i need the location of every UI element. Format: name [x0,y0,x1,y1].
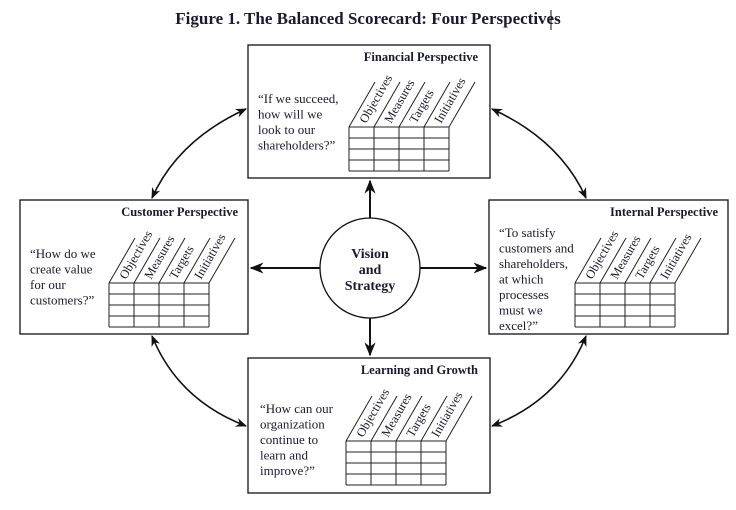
internal-perspective-box: Internal Perspective “To satisfycustomers… [488,199,729,335]
header-slant-line [445,395,473,442]
financial-perspective-box: Financial Perspective “If we succeed,how … [247,44,491,179]
question-line: improve?” [260,463,315,478]
center-line-3: Strategy [345,279,396,294]
question-line: customers?” [30,293,94,308]
curved-arrow-customer-learning [151,334,248,427]
header-slant-line [395,395,423,442]
header-slant-line [345,395,373,442]
header-slant-line [649,237,677,284]
box-frame [488,199,729,335]
header-slant-line [398,81,426,128]
center-line-1: Vision [351,247,389,262]
question-line: customers and [499,241,574,256]
question-line: how will we [258,107,323,122]
question-line: organization [260,417,325,432]
header-slant-line [373,81,401,128]
header-slant-line [624,237,652,284]
question-line: must we [499,303,543,318]
header-slant-line [599,237,627,284]
question-line: “How can our [260,401,334,416]
header-slant-line [133,237,161,284]
question-line: for our [30,277,66,292]
vision-strategy-node: Vision and Strategy [319,217,421,319]
curved-arrow-internal-learning [490,334,587,427]
header-slant-line [108,237,136,284]
question-line: continue to [260,432,318,447]
perspective-title: Internal Perspective [610,205,718,219]
perspective-title: Financial Perspective [364,50,479,64]
header-slant-line [674,237,702,284]
question-line: shareholders, [499,256,568,271]
learning-growth-box: Learning and Growth “How can ourorganizat… [247,357,491,494]
question-line: “If we succeed, [258,91,338,106]
header-slant-line [208,237,236,284]
curved-arrow-financial-internal [490,108,587,200]
header-slant-line [423,81,451,128]
question-line: shareholders?” [258,138,335,153]
box-frame [247,357,491,494]
perspective-title: Customer Perspective [121,205,238,219]
question-line: at which [499,272,544,287]
header-slant-line [574,237,602,284]
cycle-arrows [151,108,587,427]
question-line: “To satisfy [499,225,556,240]
center-connectors [249,179,488,357]
header-slant-line [158,237,186,284]
question-line: processes [499,287,549,302]
header-slant-line [370,395,398,442]
question-line: learn and [260,448,309,463]
vision-circle [319,217,421,319]
header-slant-line [183,237,211,284]
center-line-2: and [359,263,382,278]
question-line: “How do we [30,246,96,261]
question-line: create value [30,262,93,277]
question-line: look to our [258,122,316,137]
header-slant-line [348,81,376,128]
curved-arrow-financial-customer [151,108,248,200]
box-frame [247,44,491,179]
perspective-title: Learning and Growth [361,363,478,377]
figure-title: Figure 1. The Balanced Scorecard: Four P… [175,9,561,28]
header-slant-line [420,395,448,442]
question-line: excel?” [499,318,538,333]
header-slant-line [448,81,476,128]
